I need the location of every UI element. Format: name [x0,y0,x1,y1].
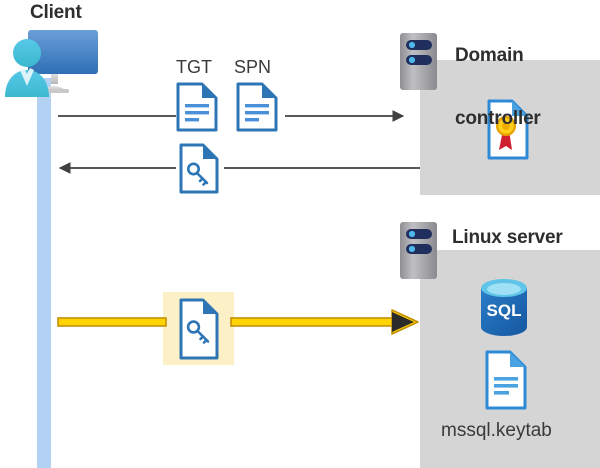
text-document-icon-tgt [176,82,218,132]
certificate-document-icon [487,99,529,160]
message-arrow-service-ticket [57,309,419,335]
keytab-file-label: mssql.keytab [441,420,552,441]
client-label: Client [30,2,82,23]
server-icon-linux [400,222,437,279]
sql-database-icon: SQL [481,279,527,336]
client-lifeline [37,78,51,468]
key-document-icon-response [179,143,219,194]
sql-database-label: SQL [487,301,522,320]
linux-server-label: Linux server [452,227,563,248]
domain-controller-label-line2: controller [455,108,541,130]
document-icon-keytab [485,350,527,410]
domain-controller-label: Domain controller [455,2,541,172]
key-document-icon-service-ticket [179,298,219,360]
tgt-label: TGT [176,57,212,77]
text-document-icon-spn [236,82,278,132]
user-monitor-icon [5,30,98,97]
spn-label: SPN [234,57,272,77]
domain-controller-label-line1: Domain [455,44,524,66]
server-icon-domain-controller [400,33,437,90]
